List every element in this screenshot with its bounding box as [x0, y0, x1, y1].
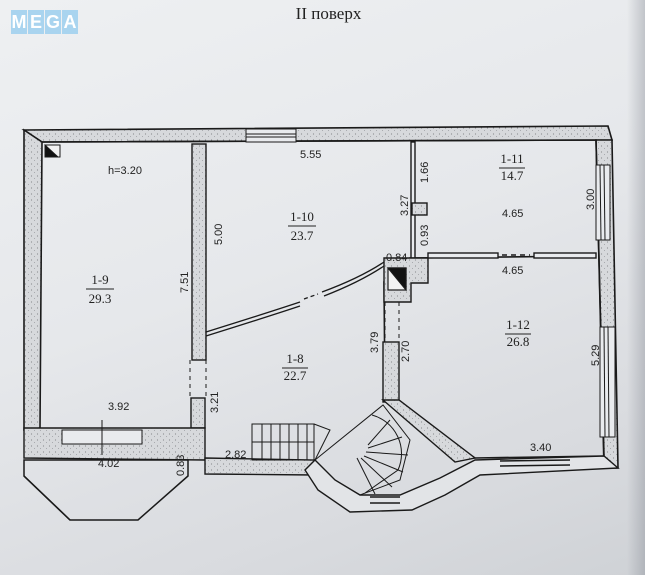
- dim-3-21: 3.21: [209, 392, 221, 413]
- dim-0-83: 0.83: [175, 455, 187, 476]
- right-windows: [595, 164, 616, 438]
- svg-text:29.3: 29.3: [89, 291, 112, 306]
- vent-icon: [44, 143, 61, 158]
- svg-text:1-8: 1-8: [286, 351, 303, 366]
- dim-3-00: 3.00: [585, 189, 597, 210]
- dim-4-65-b: 4.65: [502, 265, 523, 277]
- svg-text:26.8: 26.8: [507, 334, 530, 349]
- room-1-8: 1-8 22.7: [282, 351, 308, 383]
- straight-stair: [251, 423, 331, 461]
- partition-walls: [23, 141, 477, 476]
- floor-title-text: II поверх: [295, 4, 362, 23]
- dim-4-02: 4.02: [98, 458, 119, 470]
- outer-walls: [21, 125, 619, 469]
- room-1-11: 1-11 14.7: [499, 151, 525, 183]
- logo-letter: A: [62, 10, 78, 34]
- dim-5-55: 5.55: [300, 149, 321, 161]
- chimney-icon: [386, 267, 407, 292]
- logo-letter: G: [45, 10, 61, 34]
- dim-2-82: 2.82: [225, 449, 246, 461]
- mega-watermark-logo: M E G A: [11, 10, 78, 34]
- svg-text:1-10: 1-10: [290, 209, 314, 224]
- svg-text:22.7: 22.7: [284, 368, 307, 383]
- floor-title: II поверх: [0, 4, 645, 24]
- room-1-12: 1-12 26.8: [505, 317, 531, 349]
- logo-letter: E: [28, 10, 44, 34]
- bay-window: [304, 455, 620, 513]
- svg-text:14.7: 14.7: [501, 168, 524, 183]
- ceiling-height: h=3.20: [108, 165, 142, 177]
- page-edge-shadow: [627, 0, 645, 575]
- svg-text:1-11: 1-11: [500, 151, 523, 166]
- dim-7-51: 7.51: [179, 272, 191, 293]
- dim-3-40: 3.40: [530, 442, 551, 454]
- dim-3-27: 3.27: [399, 195, 411, 216]
- dim-1-66: 1.66: [419, 162, 431, 183]
- svg-text:1-12: 1-12: [506, 317, 530, 332]
- dim-3-92: 3.92: [108, 401, 129, 413]
- top-window: [245, 128, 297, 143]
- room-1-10: 1-10 23.7: [288, 209, 316, 243]
- room-1-9: 1-9 29.3: [86, 272, 114, 306]
- dim-0-84: 0.84: [386, 252, 407, 264]
- svg-text:1-9: 1-9: [91, 272, 108, 287]
- dim-5-00: 5.00: [213, 224, 225, 245]
- dim-3-79: 3.79: [369, 332, 381, 353]
- dim-0-93: 0.93: [419, 225, 431, 246]
- logo-letter: M: [11, 10, 27, 34]
- dim-2-70: 2.70: [400, 341, 412, 362]
- balcony: [23, 459, 189, 521]
- dim-5-29: 5.29: [590, 345, 602, 366]
- svg-text:23.7: 23.7: [291, 228, 314, 243]
- dim-4-65-a: 4.65: [502, 208, 523, 220]
